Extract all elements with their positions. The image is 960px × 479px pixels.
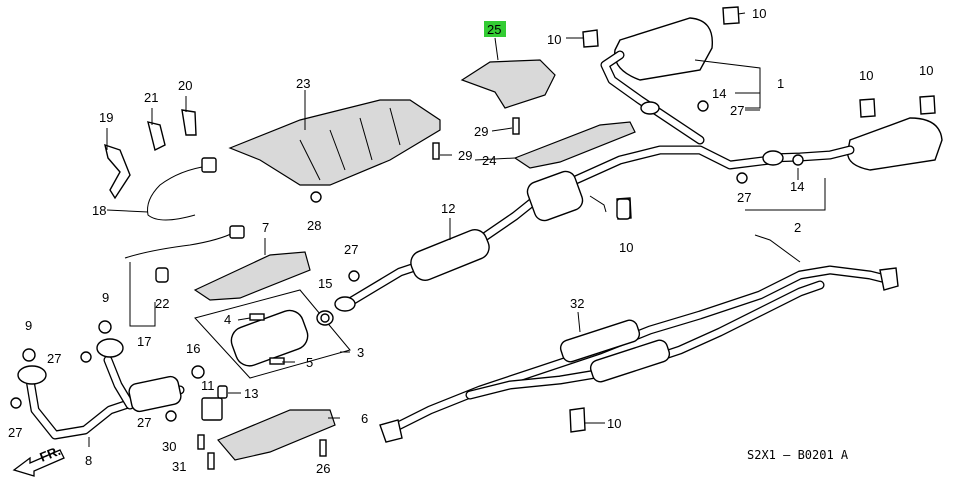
callout-23: 23 xyxy=(296,76,310,91)
leader-lines xyxy=(88,12,826,447)
callout-29b: 29 xyxy=(458,148,472,163)
front-arrow-icon xyxy=(12,449,65,477)
callout-10b: 10 xyxy=(547,32,561,47)
nut-27b[interactable] xyxy=(10,397,22,409)
callout-4: 4 xyxy=(224,312,231,327)
nut-13[interactable] xyxy=(217,385,228,399)
callout-8: 8 xyxy=(85,453,92,468)
callout-14a: 14 xyxy=(712,86,726,101)
gasket-15[interactable] xyxy=(320,313,330,323)
callout-10c: 10 xyxy=(859,68,873,83)
bracket-19[interactable] xyxy=(104,143,131,200)
callout-10f: 10 xyxy=(607,416,621,431)
catalytic-converter-3[interactable] xyxy=(194,289,351,379)
callout-20: 20 xyxy=(178,78,192,93)
exhaust-pipe-12[interactable] xyxy=(334,145,775,312)
callout-3: 3 xyxy=(357,345,364,360)
front-marker-label: FR. xyxy=(38,443,63,465)
callout-22: 22 xyxy=(155,296,169,311)
callout-27e: 27 xyxy=(730,103,744,118)
heat-shield-7[interactable] xyxy=(193,251,311,301)
nut-27e[interactable] xyxy=(697,100,709,112)
callout-7: 7 xyxy=(262,220,269,235)
callout-13: 13 xyxy=(244,386,258,401)
hanger-10e[interactable] xyxy=(616,198,631,220)
heat-shield-24[interactable] xyxy=(513,121,636,169)
callout-27a: 27 xyxy=(47,351,61,366)
callout-16: 16 xyxy=(186,341,200,356)
callout-6: 6 xyxy=(361,411,368,426)
bolt-5[interactable] xyxy=(269,357,285,365)
front-pipe-8[interactable] xyxy=(17,338,185,440)
bolt-4[interactable] xyxy=(249,313,265,321)
muffler-rear-upper[interactable] xyxy=(582,6,740,145)
bracket-20[interactable] xyxy=(181,109,197,136)
callout-27c: 27 xyxy=(137,415,151,430)
nut-27c[interactable] xyxy=(165,410,177,422)
callout-9a: 9 xyxy=(102,290,109,305)
callout-25-highlight xyxy=(484,21,506,37)
dual-exhaust-pipe-32[interactable] xyxy=(379,234,899,443)
front-direction-marker: FR. xyxy=(12,443,65,477)
nut-27d[interactable] xyxy=(348,270,360,282)
oxygen-sensor-17[interactable] xyxy=(124,225,245,259)
callout-31: 31 xyxy=(172,459,186,474)
diagram-code: S2X1 – B0201 A xyxy=(747,448,849,462)
nut-27a[interactable] xyxy=(80,351,92,363)
oxygen-sensor-18[interactable] xyxy=(147,157,217,221)
gasket-9b[interactable] xyxy=(22,348,36,362)
callout-12: 12 xyxy=(441,201,455,216)
nut-28[interactable] xyxy=(310,191,322,203)
bolt-29b[interactable] xyxy=(432,142,440,160)
bolt-30[interactable] xyxy=(197,434,205,450)
callout-29a: 29 xyxy=(474,124,488,139)
heat-shield-6[interactable] xyxy=(217,409,336,461)
gasket-9a[interactable] xyxy=(98,320,112,334)
callout-labels: 25 1 2 3 4 5 6 7 8 9 9 10 10 10 10 10 10… xyxy=(8,6,933,476)
heat-shield-25[interactable] xyxy=(460,59,556,109)
callout-10d: 10 xyxy=(919,63,933,78)
callout-10a: 10 xyxy=(752,6,766,21)
callout-26: 26 xyxy=(316,461,330,476)
callout-2: 2 xyxy=(794,220,801,235)
callout-1: 1 xyxy=(777,76,784,91)
nut-16[interactable] xyxy=(191,365,205,379)
callout-11: 11 xyxy=(201,378,215,393)
sensor-22[interactable] xyxy=(155,267,169,283)
callout-30: 30 xyxy=(162,439,176,454)
callout-14b: 14 xyxy=(790,179,804,194)
callout-9b: 9 xyxy=(25,318,32,333)
bracket-11[interactable] xyxy=(201,397,223,421)
bolt-29a[interactable] xyxy=(512,117,520,135)
callout-27f: 27 xyxy=(737,190,751,205)
callout-28: 28 xyxy=(307,218,321,233)
callout-15: 15 xyxy=(318,276,332,291)
bolt-31[interactable] xyxy=(207,452,215,470)
callout-18: 18 xyxy=(92,203,106,218)
bolt-26[interactable] xyxy=(319,439,327,457)
nut-27f[interactable] xyxy=(736,172,748,184)
callout-5: 5 xyxy=(306,355,313,370)
callout-21: 21 xyxy=(144,90,158,105)
callout-27d: 27 xyxy=(344,242,358,257)
callout-10e: 10 xyxy=(619,240,633,255)
bracket-21[interactable] xyxy=(147,121,166,152)
heat-shield-23[interactable] xyxy=(228,99,441,186)
callout-25: 25 xyxy=(487,22,501,37)
callout-24: 24 xyxy=(482,153,496,168)
callout-19: 19 xyxy=(99,110,113,125)
callout-32: 32 xyxy=(570,296,584,311)
callout-27b: 27 xyxy=(8,425,22,440)
callout-17: 17 xyxy=(137,334,151,349)
